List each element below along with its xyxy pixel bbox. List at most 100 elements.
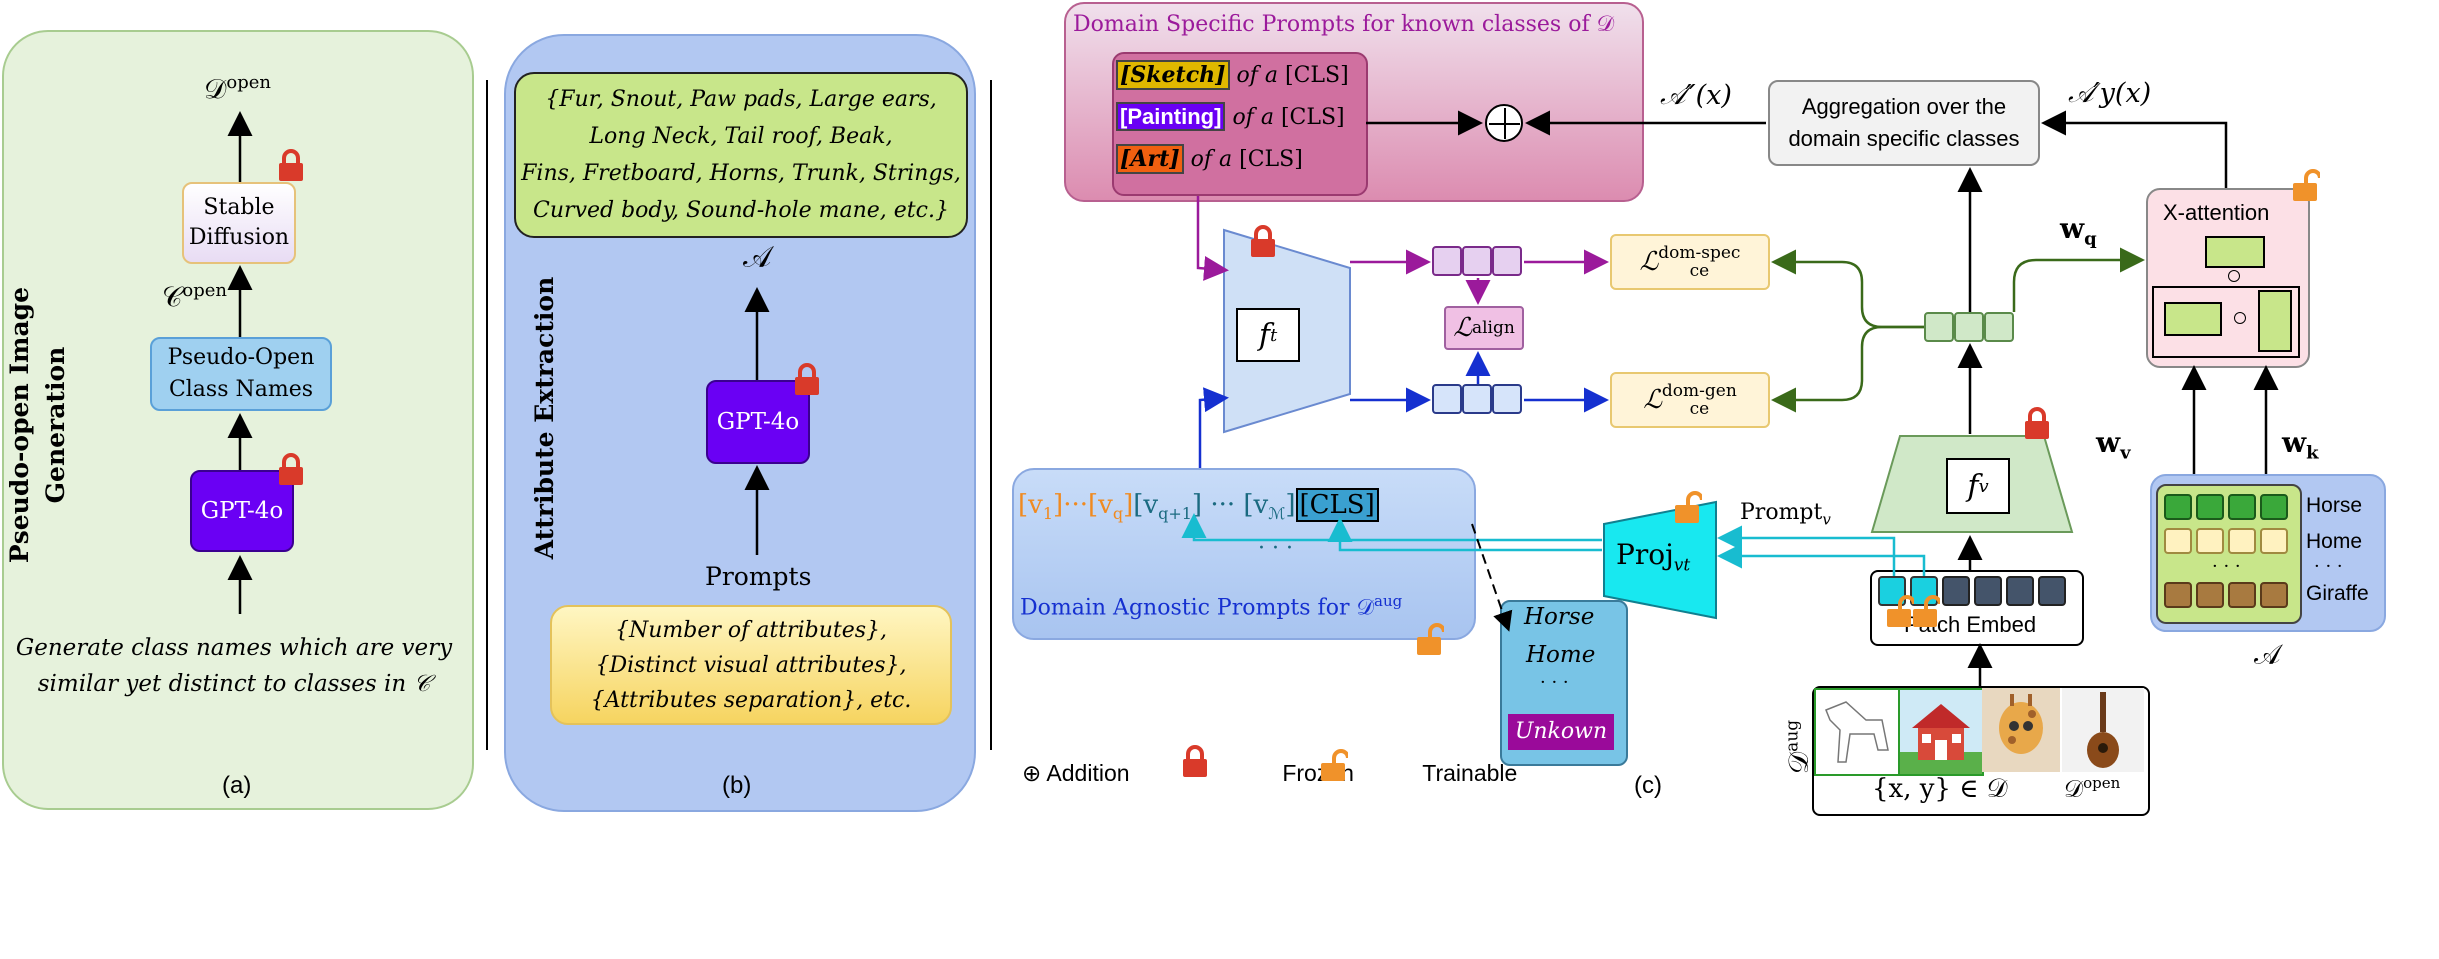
gpt-4o-box-b: GPT-4o — [706, 380, 810, 464]
d-open-sup: open — [226, 72, 271, 93]
loss-align-sub: align — [1471, 318, 1515, 338]
a-y-prime-text: 𝒜′y(x) — [2068, 78, 2152, 109]
token-vq: [v — [1087, 490, 1113, 520]
proj-text: Proj — [1616, 538, 1674, 571]
legend-addition: Addition — [1046, 760, 1130, 786]
token-vq-sub: q — [1112, 504, 1124, 524]
blue-token-3 — [1492, 384, 1522, 414]
loss-dom-gen-sup: dom-gen — [1661, 381, 1737, 401]
loss-dom-spec-symbol: ℒ — [1639, 247, 1659, 277]
wq-symbol: w — [2060, 212, 2085, 245]
purple-token-3 — [1492, 246, 1522, 276]
d-open-label: 𝒟open — [204, 72, 271, 106]
matrix-cell — [2164, 494, 2192, 520]
trainable-lock-icon — [1675, 491, 1702, 523]
c-open-label: 𝒞open — [162, 280, 227, 314]
sketch-cls: [CLS] — [1285, 63, 1349, 88]
matrix-cell — [2164, 582, 2192, 608]
matrix-cell — [2260, 494, 2288, 520]
prompt-v-text: Prompt — [1740, 500, 1823, 525]
painting-prompt-row: [Painting] of a [CLS] — [1116, 102, 1345, 131]
class-list-dots: · · · — [1540, 672, 1569, 693]
proj-label: Projvt — [1616, 538, 1690, 576]
sketch-of-a: of a — [1236, 63, 1279, 88]
panel-c-caption: (c) — [1634, 772, 1662, 799]
d-open-strip-label: 𝒟open — [2064, 774, 2120, 803]
token-vq1-close: ] — [1191, 490, 1203, 520]
class-list-unknown: Unkown — [1508, 714, 1614, 750]
legend-trainable-lock-icon — [1321, 749, 1348, 781]
aggregation-box: Aggregation over the domain specific cla… — [1768, 80, 2040, 166]
trainable-lock-icon — [2293, 169, 2320, 201]
gpt-4o-box-a: GPT-4o — [190, 470, 294, 552]
art-prompt-row: [Art] of a [CLS] — [1116, 144, 1303, 174]
agnostic-token-row: [v1]···[vq][vq+1] ··· [vℳ][CLS] — [1018, 488, 1379, 524]
matrix-cell — [2164, 528, 2192, 554]
token-v1-close: ] — [1053, 490, 1064, 520]
blue-token-1 — [1432, 384, 1462, 414]
arrow-green-to-xatt — [2012, 247, 2145, 312]
panel-a-vertical-title: Pseudo-open Image Generation — [2, 265, 82, 585]
matrix-dots-left: · · · — [2212, 556, 2241, 577]
attributes-box: {Fur, Snout, Paw pads, Large ears, Long … — [514, 72, 968, 238]
purple-token-2 — [1462, 246, 1492, 276]
attributes-line1: {Fur, Snout, Paw pads, Large ears, — [545, 87, 937, 112]
legend: ⊕ Addition Frozen Trainable — [1022, 760, 1517, 787]
frozen-lock-icon — [1251, 225, 1275, 257]
domain-specific-title-set: 𝒟 — [1596, 12, 1615, 37]
agnostic-caption-sup: aug — [1374, 592, 1403, 610]
xattention-value-block — [2258, 290, 2292, 352]
painting-of-a: of a — [1232, 105, 1274, 130]
token-vq-close: ] — [1123, 490, 1134, 520]
xattention-query-block — [2205, 236, 2265, 268]
d-open-strip-sup: open — [2083, 774, 2121, 792]
matrix-cell — [2228, 528, 2256, 554]
horse-sketch-image — [1814, 688, 1900, 776]
patch-token-5 — [2006, 576, 2034, 606]
ft-sub: t — [1269, 324, 1278, 346]
a-double-prime-label: 𝒜″(x) — [1660, 80, 1732, 111]
sketch-tag: [Sketch] — [1116, 60, 1230, 90]
loss-dom-spec-sup: dom-spec — [1658, 243, 1741, 263]
prompts-label: Prompts — [705, 562, 812, 591]
panel-b-a-symbol: 𝒜 — [743, 240, 772, 275]
panel-a-caption: (a) — [222, 772, 252, 799]
gpt-4o-label-b: GPT-4o — [716, 409, 800, 435]
agnostic-caption-set: 𝒟 — [1356, 595, 1375, 621]
wv-label: wv — [2096, 426, 2131, 464]
stable-diffusion-label: Stable Diffusion — [188, 195, 290, 250]
arrow-purple-prompt-ft — [1196, 196, 1229, 281]
gpt-4o-label-a: GPT-4o — [200, 498, 284, 524]
trainable-lock-icon — [1913, 595, 1940, 627]
panel-b-caption: (b) — [722, 772, 752, 799]
token-v1-sub: 1 — [1042, 504, 1054, 524]
panel-a-title-line2: Generation — [41, 346, 70, 504]
matrix-cell — [2196, 528, 2224, 554]
token-vm-sub: ℳ — [1268, 504, 1286, 524]
loss-dom-spec-box: ℒ dom-spec ce — [1610, 234, 1770, 290]
matrix-cell — [2260, 528, 2288, 554]
trainable-lock-icon — [1887, 595, 1914, 627]
prompts-line3: {Attributes separation}, etc. — [590, 687, 912, 713]
domain-specific-title-text: Domain Specific Prompts for known classe… — [1073, 12, 1590, 37]
agnostic-vdots: · · · — [1258, 536, 1293, 561]
wv-symbol: w — [2096, 426, 2121, 459]
fv-label: f — [1967, 468, 1979, 504]
painting-tag: [Painting] — [1116, 102, 1226, 131]
prompts-line2: {Distinct visual attributes}, — [595, 652, 907, 678]
giraffe-art-image — [1982, 688, 2060, 772]
panel-a-prompt-line1: Generate class names which are very — [15, 635, 453, 661]
green-token-1 — [1924, 312, 1954, 342]
token-vm-close: ] — [1285, 490, 1296, 520]
divider-bc — [990, 80, 992, 750]
c-open-symbol: 𝒞 — [162, 280, 183, 314]
token-v1: [v — [1018, 490, 1043, 520]
horse-sketch-icon — [1825, 701, 1889, 763]
art-cls: [CLS] — [1239, 147, 1303, 172]
attribute-a-symbol: 𝒜 — [2254, 638, 2281, 671]
matrix-cell — [2196, 582, 2224, 608]
arrow-xatt-agg — [2041, 110, 2228, 188]
arrow-blue-agnostic-ft — [1198, 387, 1229, 468]
d-open-strip-symbol: 𝒟 — [2064, 775, 2084, 803]
